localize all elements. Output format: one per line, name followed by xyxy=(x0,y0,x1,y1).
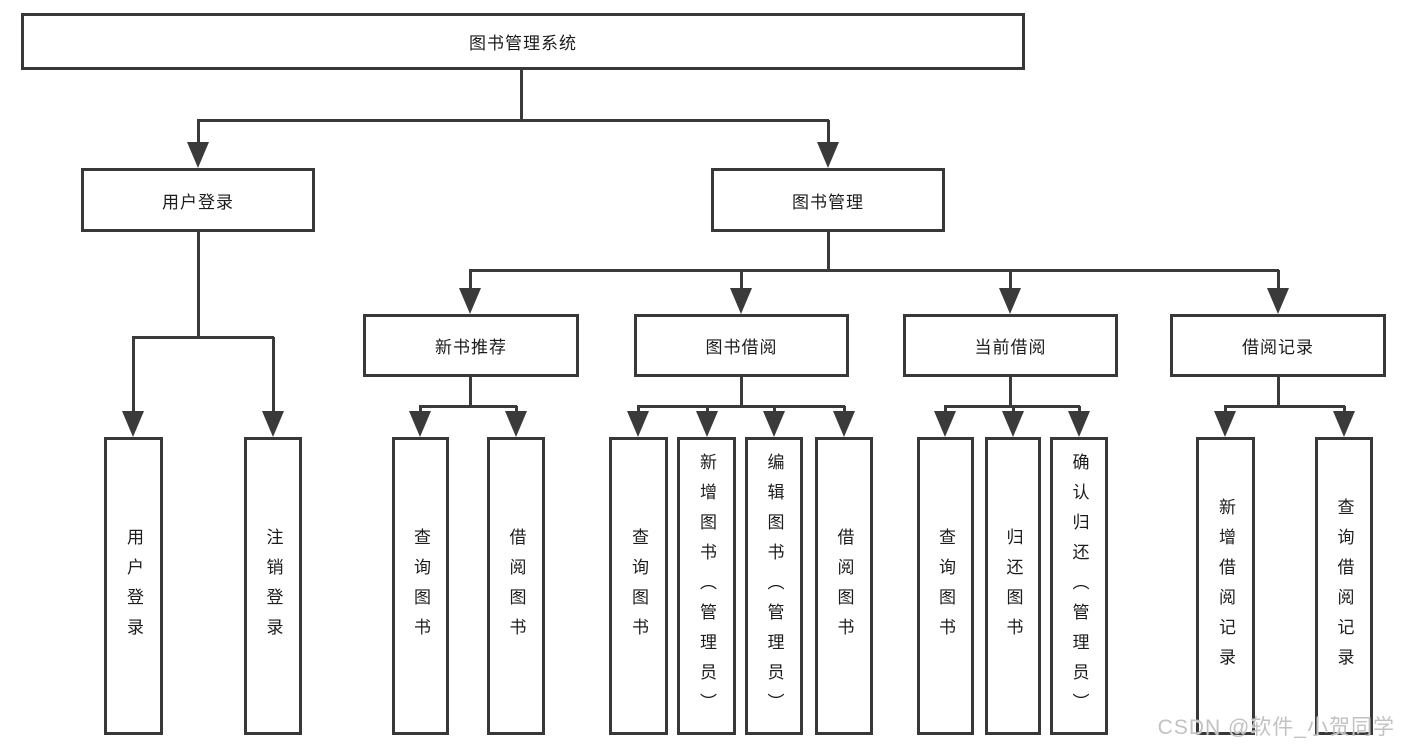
arrow-down-icon xyxy=(122,411,144,437)
leaf-newbook-borrow-books: 借阅图书 xyxy=(487,437,545,735)
arrow-down-icon xyxy=(817,142,839,168)
arrow-down-icon xyxy=(1214,411,1236,437)
connector-vline xyxy=(196,232,200,338)
connector-vline xyxy=(1008,377,1012,408)
leaf-newbook-query-books: 查询图书 xyxy=(392,437,449,735)
connector-hline xyxy=(944,404,1080,408)
arrow-down-icon xyxy=(187,142,209,168)
connector-vline xyxy=(1276,377,1280,408)
leaf-borrow-add-books-admin: 新增图书（管理员） xyxy=(677,437,736,735)
leaf-records-query-record: 查询借阅记录 xyxy=(1315,437,1373,735)
leaf-current-query-books: 查询图书 xyxy=(917,437,974,735)
node-book-management: 图书管理 xyxy=(711,168,945,232)
leaf-borrow-borrow-books: 借阅图书 xyxy=(815,437,873,735)
connector-vline xyxy=(271,337,275,416)
arrow-down-icon xyxy=(833,411,855,437)
connector-vline xyxy=(826,232,830,272)
node-new-book-recommend: 新书推荐 xyxy=(363,314,579,377)
node-borrow-records: 借阅记录 xyxy=(1170,314,1386,377)
connector-vline xyxy=(1276,270,1280,293)
arrow-down-icon xyxy=(696,411,718,437)
arrow-down-icon xyxy=(763,411,785,437)
arrow-down-icon xyxy=(934,411,956,437)
connector-vline xyxy=(131,337,135,416)
connector-vline xyxy=(468,377,472,408)
connector-vline xyxy=(1008,270,1012,293)
arrow-down-icon xyxy=(1068,411,1090,437)
node-user-login: 用户登录 xyxy=(81,168,315,232)
connector-hline xyxy=(419,404,517,408)
connector-vline xyxy=(739,270,743,293)
leaf-current-confirm-return-admin: 确认归还（管理员） xyxy=(1050,437,1108,735)
arrow-down-icon xyxy=(627,411,649,437)
arrow-down-icon xyxy=(262,411,284,437)
connector-hline xyxy=(197,118,829,122)
leaf-logout: 注销登录 xyxy=(244,437,302,735)
leaf-records-add-record: 新增借阅记录 xyxy=(1196,437,1255,735)
node-root: 图书管理系统 xyxy=(21,13,1025,70)
arrow-down-icon xyxy=(459,288,481,314)
watermark: CSDN @软件_小贺同学 xyxy=(1157,716,1395,739)
arrow-down-icon xyxy=(730,288,752,314)
arrow-down-icon xyxy=(1333,411,1355,437)
arrow-down-icon xyxy=(1002,411,1024,437)
leaf-borrow-edit-books-admin: 编辑图书（管理员） xyxy=(745,437,803,735)
node-current-borrow: 当前借阅 xyxy=(903,314,1118,377)
connector-hline xyxy=(1224,404,1345,408)
connector-hline xyxy=(637,404,845,408)
node-book-borrow: 图书借阅 xyxy=(634,314,849,377)
connector-vline xyxy=(519,70,523,121)
leaf-user-login: 用户登录 xyxy=(104,437,163,735)
connector-vline xyxy=(196,120,200,147)
connector-vline xyxy=(739,377,743,408)
leaf-current-return-books: 归还图书 xyxy=(985,437,1041,735)
arrow-down-icon xyxy=(505,411,527,437)
leaf-borrow-query-books: 查询图书 xyxy=(609,437,668,735)
arrow-down-icon xyxy=(999,288,1021,314)
connector-vline xyxy=(826,120,830,147)
connector-hline xyxy=(132,335,274,339)
arrow-down-icon xyxy=(1267,288,1289,314)
connector-hline xyxy=(469,268,1279,272)
arrow-down-icon xyxy=(409,411,431,437)
connector-vline xyxy=(468,270,472,293)
